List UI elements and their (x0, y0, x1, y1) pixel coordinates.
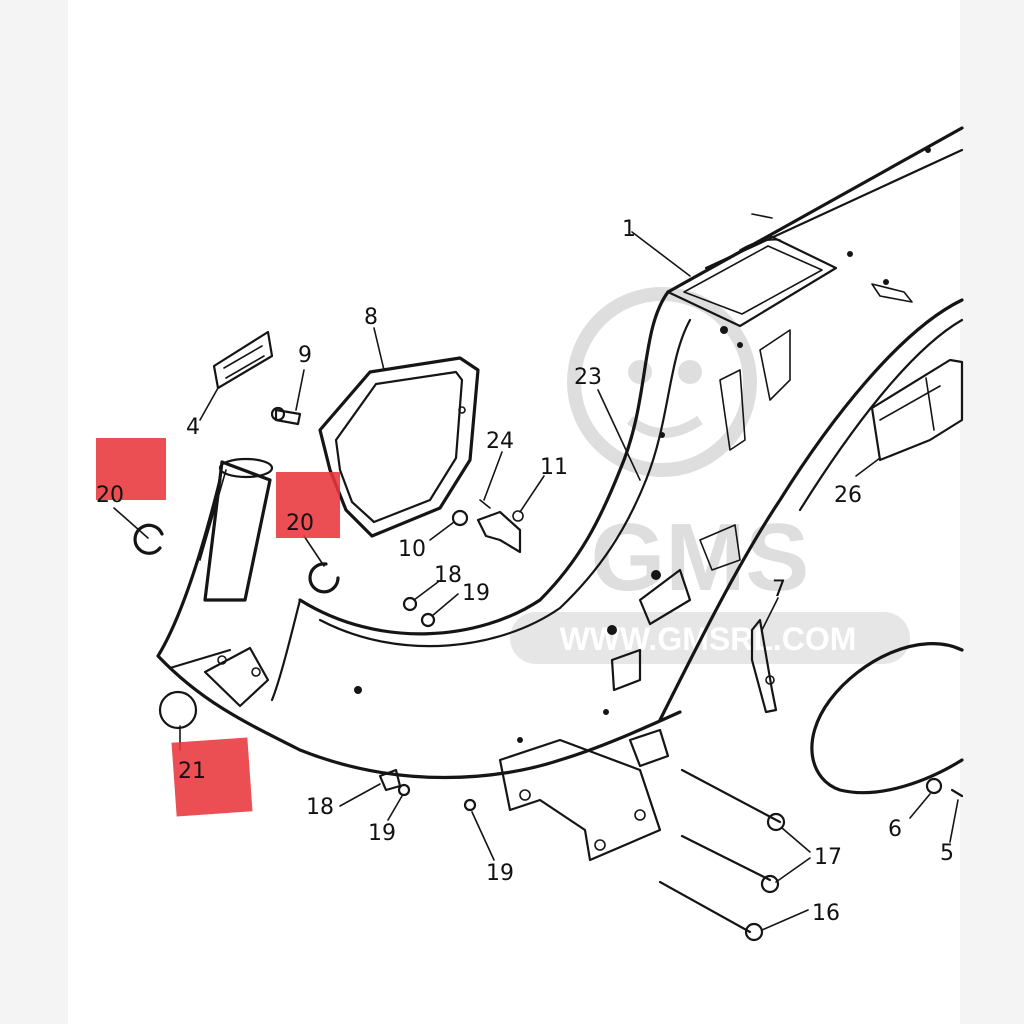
callout-23: 23 (574, 365, 602, 390)
callout-16: 16 (812, 901, 840, 926)
frame-headstock (203, 460, 272, 602)
callout-labels: 1 4 5 6 7 8 9 10 11 16 17 18 18 19 19 19… (96, 217, 954, 926)
watermark: GMS WWW.GMSRL.COM (510, 287, 910, 664)
part-19-lower (397, 783, 411, 797)
part-17-bolt-lower (680, 834, 772, 882)
callout-19-lower: 19 (368, 821, 396, 846)
callout-6: 6 (888, 817, 902, 842)
callout-11: 11 (540, 455, 568, 480)
part-6-grommet (925, 777, 943, 795)
callout-21: 21 (178, 759, 206, 784)
part-20-ring-left (133, 523, 164, 555)
part-17-bolt-upper (680, 768, 782, 824)
part-19-bottom (463, 798, 477, 812)
callout-4: 4 (186, 415, 200, 440)
highlight-20-left (96, 438, 166, 500)
callout-19-upper: 19 (462, 581, 490, 606)
part-4-plate (212, 330, 274, 390)
highlight-20-center (276, 472, 340, 538)
part-8-side-cover (318, 356, 480, 538)
watermark-mascot-icon (567, 287, 757, 477)
callout-17: 17 (814, 845, 842, 870)
part-10-nut (451, 509, 469, 527)
part-9-bolt (274, 408, 302, 426)
callout-26: 26 (834, 483, 862, 508)
leader-lines (113, 231, 959, 931)
callout-20-left: 20 (96, 483, 124, 508)
callout-8: 8 (364, 305, 378, 330)
left-margin-band (0, 0, 68, 1024)
part-11-clip (476, 510, 522, 554)
callout-5: 5 (940, 841, 954, 866)
footrest-bracket (498, 738, 662, 862)
part-5-screw (950, 788, 964, 798)
part-21-plug (158, 690, 198, 730)
callout-1: 1 (622, 217, 636, 242)
highlight-patches (96, 438, 340, 817)
callout-18-upper: 18 (434, 563, 462, 588)
right-margin-band (960, 0, 1024, 1024)
frame-main-body (156, 126, 964, 862)
part-20-ring-center (308, 562, 340, 594)
frame-opening (666, 234, 838, 328)
part-26-tail-component (870, 358, 964, 462)
small-parts (133, 213, 964, 942)
part-19-upper (420, 612, 436, 628)
callout-7: 7 (772, 577, 786, 602)
watermark-url-bar (510, 612, 910, 664)
callout-18-lower: 18 (306, 795, 334, 820)
rear-side-panel (810, 642, 964, 795)
part-16-bolt (658, 880, 752, 934)
callout-20-center: 20 (286, 511, 314, 536)
part-7-bracket (750, 618, 778, 714)
highlight-21 (171, 737, 253, 817)
callout-24: 24 (486, 429, 514, 454)
callout-9: 9 (298, 343, 312, 368)
part-18-upper (402, 596, 418, 612)
callout-10: 10 (398, 537, 426, 562)
callout-19-bottom: 19 (486, 861, 514, 886)
